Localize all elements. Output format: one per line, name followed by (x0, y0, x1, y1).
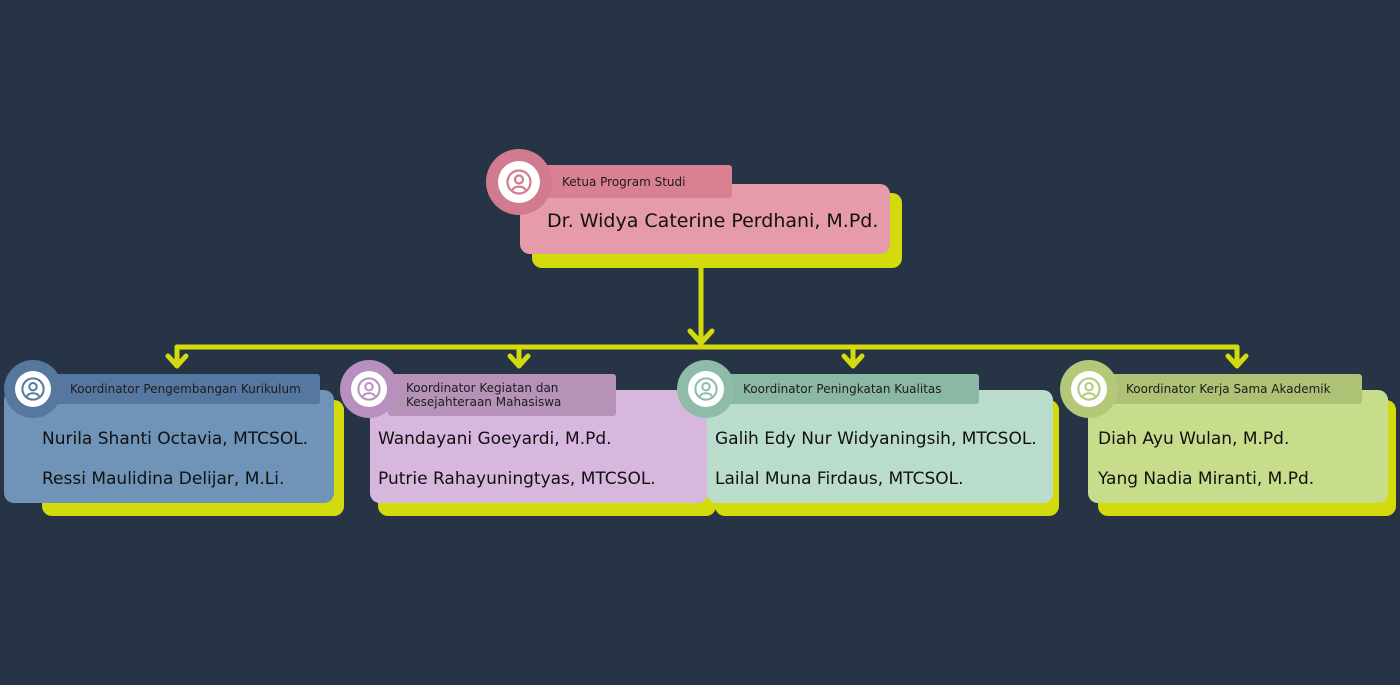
branch-arrow-2 (507, 353, 531, 369)
member-name: Wandayani Goeyardi, M.Pd. (378, 429, 612, 449)
coordinator-role-label: Koordinator Kegiatan dan Kesejahteraan M… (388, 374, 616, 416)
coordinator-role-label: Koordinator Peningkatan Kualitas (725, 374, 979, 404)
coordinator-card (707, 390, 1053, 503)
member-name: Diah Ayu Wulan, M.Pd. (1098, 429, 1290, 449)
user-circle-icon (340, 360, 398, 418)
head-name: Dr. Widya Caterine Perdhani, M.Pd. (547, 210, 879, 232)
branch-arrow-4 (1225, 353, 1249, 369)
member-name: Nurila Shanti Octavia, MTCSOL. (42, 429, 309, 449)
trunk-arrow (687, 328, 715, 346)
coordinator-role-label: Koordinator Pengembangan Kurikulum (52, 374, 320, 404)
coordinator-card (4, 390, 334, 503)
member-name: Yang Nadia Miranti, M.Pd. (1098, 469, 1315, 489)
user-circle-icon (486, 149, 552, 215)
branch-arrow-3 (841, 353, 865, 369)
coordinator-role-label: Koordinator Kerja Sama Akademik (1108, 374, 1362, 404)
branch-arrow-1 (165, 353, 189, 369)
member-name: Ressi Maulidina Delijar, M.Li. (42, 469, 285, 489)
coordinator-card (1088, 390, 1388, 503)
user-circle-icon (677, 360, 735, 418)
user-circle-icon (1060, 360, 1118, 418)
member-name: Galih Edy Nur Widyaningsih, MTCSOL. (715, 429, 1037, 449)
member-name: Putrie Rahayuningtyas, MTCSOL. (378, 469, 656, 489)
user-circle-icon (4, 360, 62, 418)
head-role-label: Ketua Program Studi (520, 165, 732, 198)
member-name: Lailal Muna Firdaus, MTCSOL. (715, 469, 964, 489)
